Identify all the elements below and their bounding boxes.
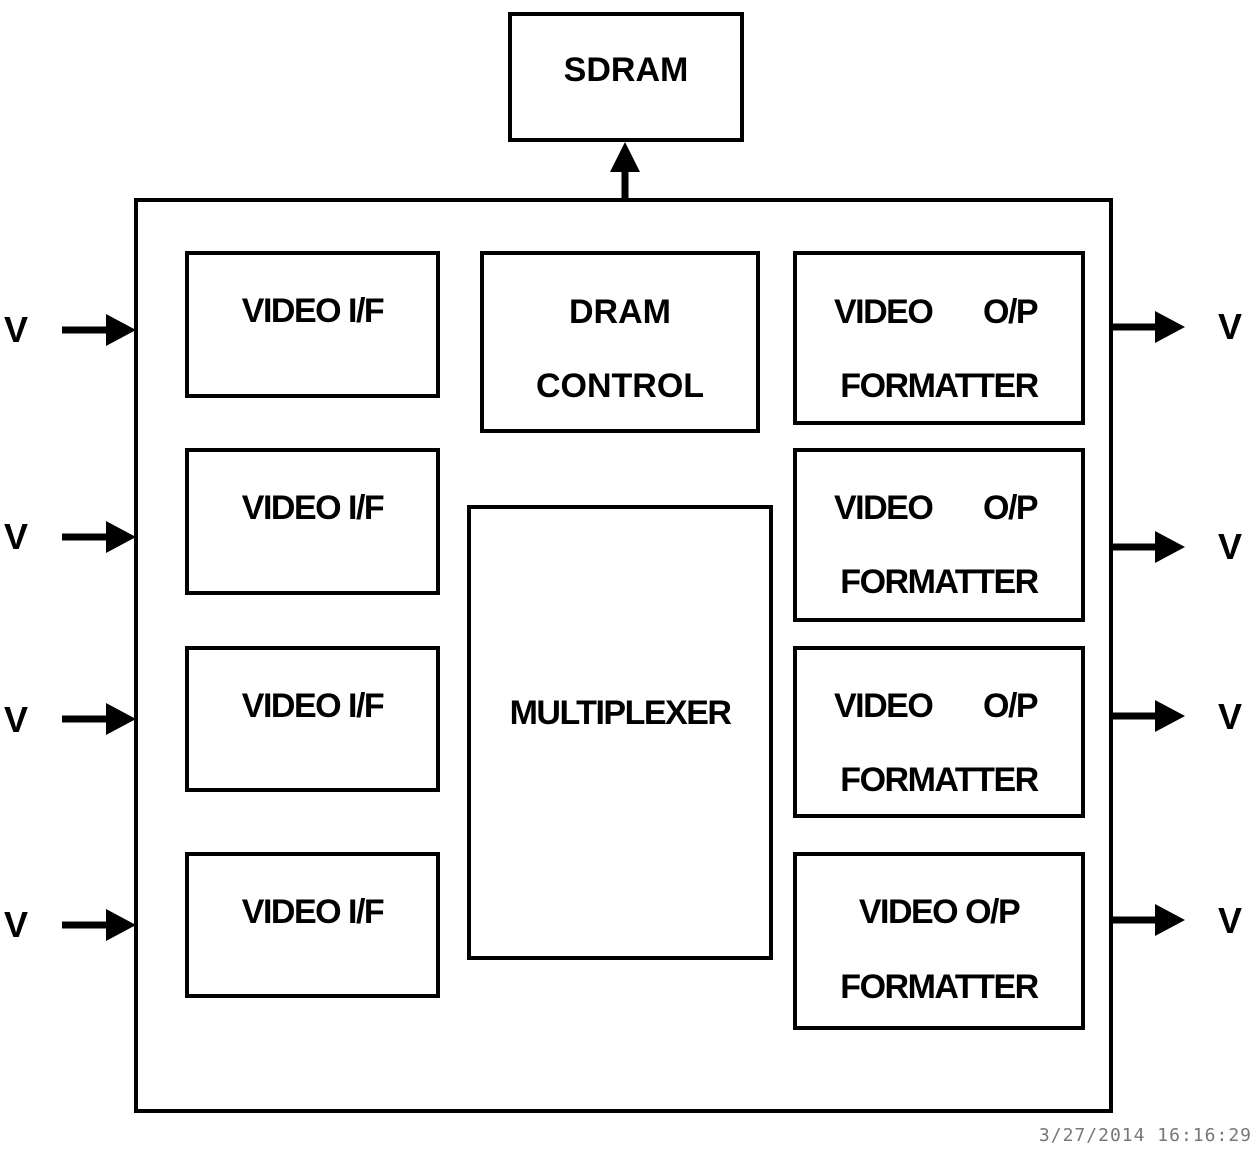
multiplexer-block: [467, 505, 773, 960]
output-arrow-4: [1111, 904, 1185, 936]
video-op-line2-2: FORMATTER: [840, 563, 1039, 601]
output-label-4: V: [1218, 900, 1243, 941]
video-if-block-2: [185, 448, 440, 595]
video-if-label-2: VIDEO I/F: [241, 489, 385, 527]
input-label-4: V: [4, 904, 29, 945]
dram-control-line1: DRAM: [569, 293, 671, 331]
multiplexer-label: MULTIPLEXER: [509, 694, 732, 732]
sdram-label: SDRAM: [563, 51, 689, 89]
video-if-block-4: [185, 852, 440, 998]
video-op-line1-4: VIDEO O/P: [858, 893, 1021, 931]
video-if-label-4: VIDEO I/F: [241, 893, 385, 931]
dram-control-block: [480, 251, 760, 433]
video-op-formatter-block-4: [793, 852, 1085, 1030]
video-op-formatter-block-3: [793, 646, 1085, 818]
input-arrow-2: [62, 521, 136, 553]
input-label-1: V: [4, 309, 29, 350]
sdram-block: [508, 12, 744, 142]
video-op-line1-word2-3: O/P: [983, 687, 1039, 725]
video-op-line1-word1-2: VIDEO: [834, 489, 934, 527]
timestamp: 3/27/2014 16:16:29: [1038, 1125, 1252, 1146]
output-label-2: V: [1218, 526, 1243, 567]
dram-control-line2: CONTROL: [535, 367, 705, 405]
video-op-line2-3: FORMATTER: [840, 761, 1039, 799]
input-arrow-1: [62, 314, 136, 346]
video-if-label-3: VIDEO I/F: [241, 687, 385, 725]
video-op-line1-word1-1: VIDEO: [834, 293, 934, 331]
video-op-line1-word1-3: VIDEO: [834, 687, 934, 725]
main-chip-outline: [134, 198, 1113, 1113]
video-op-formatter-block-1: [793, 251, 1085, 425]
video-if-label-1: VIDEO I/F: [241, 292, 385, 330]
input-arrow-3: [62, 703, 136, 735]
output-arrow-1: [1111, 311, 1185, 343]
output-label-1: V: [1218, 306, 1243, 347]
input-label-2: V: [4, 516, 29, 557]
output-arrow-2: [1111, 531, 1185, 563]
input-arrow-4: [62, 909, 136, 941]
video-op-line2-1: FORMATTER: [840, 367, 1039, 405]
video-op-line1-word2-1: O/P: [983, 293, 1039, 331]
output-label-3: V: [1218, 696, 1243, 737]
video-if-block-3: [185, 646, 440, 792]
video-op-line1-word2-2: O/P: [983, 489, 1039, 527]
arrow-to-sdram: [610, 142, 640, 198]
video-op-line2-4: FORMATTER: [840, 968, 1039, 1006]
video-op-formatter-block-2: [793, 448, 1085, 622]
video-if-block-1: [185, 251, 440, 398]
output-arrow-3: [1111, 700, 1185, 732]
input-label-3: V: [4, 699, 29, 740]
